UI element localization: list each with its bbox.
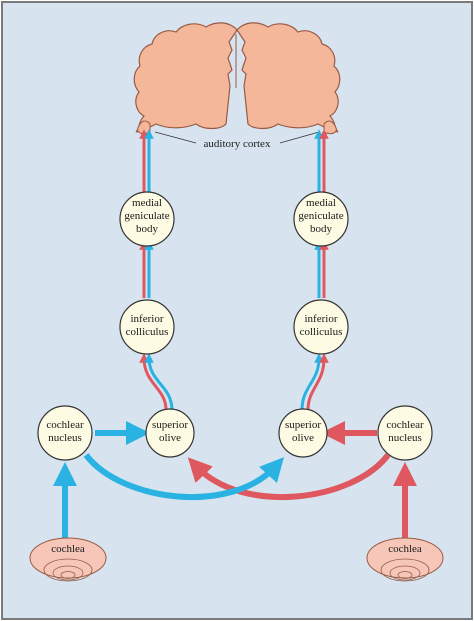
svg-text:colliculus: colliculus (126, 326, 169, 338)
right-cn-to-left-so-crossing-arrow (187, 453, 391, 501)
svg-text:inferior: inferior (305, 313, 338, 325)
svg-text:geniculate: geniculate (124, 210, 169, 222)
left-inferior-colliculus-node: inferior colliculus (119, 299, 175, 355)
cortex-leader-left (154, 131, 197, 144)
right-cochlea-label: cochlea (388, 543, 422, 555)
left-vertical-pathway (139, 129, 174, 411)
svg-text:medial: medial (306, 197, 336, 209)
svg-text:inferior: inferior (131, 313, 164, 325)
svg-text:cochlear: cochlear (46, 419, 84, 431)
svg-text:geniculate: geniculate (298, 210, 343, 222)
right-superior-olive-node: superior olive (278, 408, 328, 458)
svg-text:body: body (310, 223, 333, 235)
cortex-leader-right (279, 131, 320, 144)
left-cochlear-nucleus-node: cochlear nucleus (37, 405, 93, 461)
svg-text:nucleus: nucleus (48, 432, 82, 444)
right-medial-geniculate-body-node: medial geniculate body (293, 191, 349, 247)
right-cochlea: cochlea (366, 537, 444, 582)
right-cochlear-nucleus-node: cochlear nucleus (377, 405, 433, 461)
right-inferior-colliculus-node: inferior colliculus (293, 299, 349, 355)
svg-text:body: body (136, 223, 159, 235)
svg-text:superior: superior (152, 419, 188, 431)
brain-cortex (133, 22, 341, 135)
svg-text:olive: olive (159, 432, 181, 444)
left-cochlea: cochlea (29, 537, 107, 582)
svg-text:medial: medial (132, 197, 162, 209)
svg-text:nucleus: nucleus (388, 432, 422, 444)
left-medial-geniculate-body-node: medial geniculate body (119, 191, 175, 247)
svg-text:superior: superior (285, 419, 321, 431)
svg-text:colliculus: colliculus (300, 326, 343, 338)
left-cochlea-label: cochlea (51, 543, 85, 555)
right-vertical-pathway (300, 129, 329, 411)
auditory-cortex-label: auditory cortex (204, 138, 271, 150)
left-cn-to-right-so-crossing-arrow (83, 453, 285, 501)
svg-text:cochlear: cochlear (386, 419, 424, 431)
left-superior-olive-node: superior olive (145, 408, 195, 458)
svg-text:olive: olive (292, 432, 314, 444)
